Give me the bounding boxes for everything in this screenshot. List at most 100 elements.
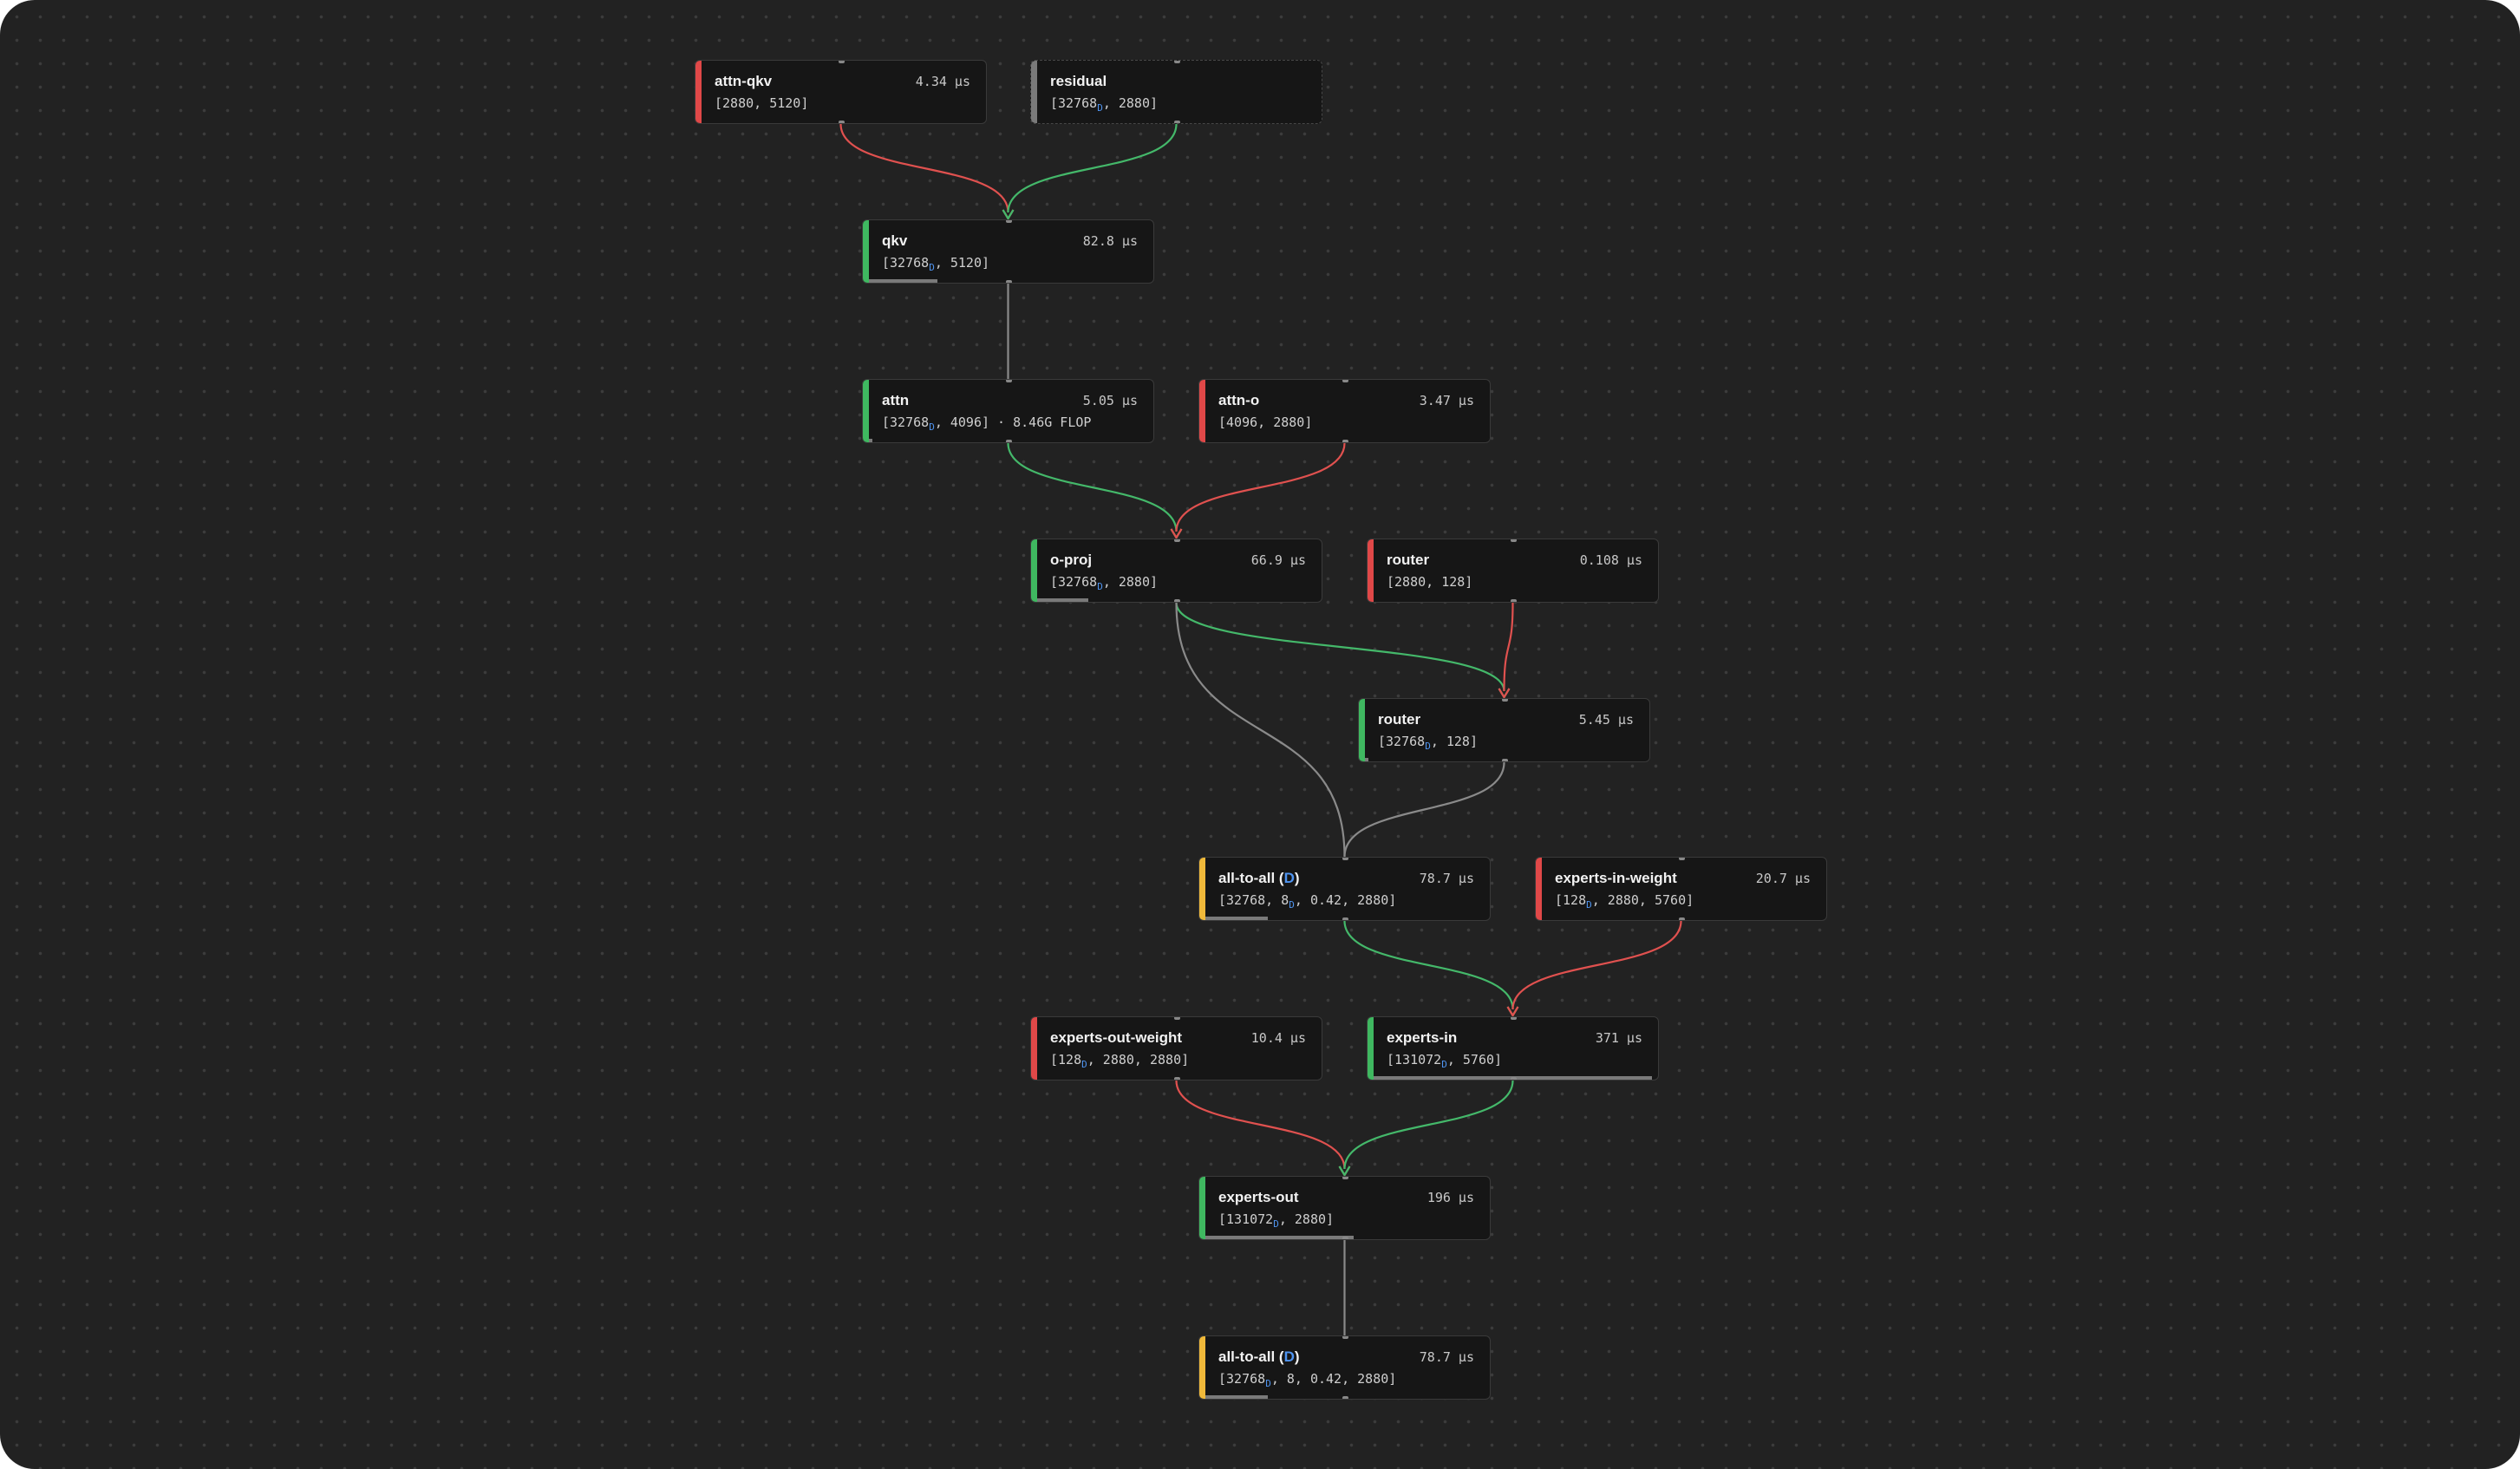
output-port	[1005, 280, 1012, 283]
edge-o-proj-to-router	[1175, 602, 1505, 692]
arrowhead-icon	[1170, 528, 1183, 539]
input-port	[1173, 539, 1180, 542]
node-title: residual	[1050, 73, 1107, 90]
node-shape-text: [2880, 128]	[1387, 574, 1473, 590]
output-port	[1173, 599, 1180, 602]
output-port	[1342, 1396, 1348, 1399]
shard-subscript: D	[1289, 899, 1295, 911]
node-shape: [2880, 5120]	[715, 95, 808, 111]
node-accent-compute	[863, 220, 869, 283]
output-port	[1678, 917, 1685, 920]
edge-attn-o-weight-to-o-proj	[1175, 442, 1346, 532]
node-shape-prefix: [32768	[1050, 95, 1098, 111]
node-shape-suffix: , 2880, 5760]	[1591, 892, 1694, 908]
node-accent-comm	[1199, 1336, 1205, 1399]
node-shape-prefix: [128	[1050, 1052, 1082, 1067]
node-time: 20.7 µs	[1755, 871, 1811, 886]
shard-subscript: D	[1097, 581, 1103, 592]
node-title-text: o-proj	[1050, 552, 1093, 568]
node-attn-o-weight[interactable]: attn-o 3.47 µs [4096, 2880]	[1198, 379, 1491, 443]
node-shape: [32768D, 2880]	[1050, 574, 1158, 592]
node-shape: [32768, 8D, 0.42, 2880]	[1218, 892, 1396, 911]
input-port	[1342, 858, 1348, 860]
node-title: router	[1378, 711, 1420, 728]
node-shape-suffix: , 5120]	[934, 255, 990, 271]
input-port	[1501, 699, 1508, 702]
output-port	[1342, 440, 1348, 442]
node-all-to-all-2[interactable]: all-to-all (D)78.7 µs[32768D, 8, 0.42, 2…	[1198, 1335, 1491, 1400]
node-shape-prefix: [32768	[1378, 734, 1426, 749]
input-port	[1005, 220, 1012, 223]
edge-all-to-all-1-to-experts-in	[1343, 920, 1514, 1010]
node-time: 78.7 µs	[1419, 871, 1474, 886]
node-shape-prefix: [32768	[882, 255, 930, 271]
node-time: 82.8 µs	[1082, 233, 1138, 249]
node-shape: [32768D, 128]	[1378, 734, 1478, 752]
shard-subscript: D	[1097, 102, 1103, 114]
node-title: experts-out-weight	[1050, 1029, 1182, 1047]
node-shape-prefix: [32768	[1218, 1371, 1266, 1387]
arrowhead-icon	[1170, 528, 1183, 539]
shard-subscript: D	[1265, 1378, 1271, 1389]
node-residual[interactable]: residual [32768D, 2880]	[1030, 60, 1322, 124]
node-time: 3.47 µs	[1419, 393, 1474, 408]
node-shape-suffix: , 4096] · 8.46G FLOP	[934, 415, 1092, 430]
node-accent-weight	[695, 61, 702, 123]
node-title: all-to-all (D)	[1218, 870, 1300, 887]
edge-router-weight-to-router	[1503, 602, 1514, 692]
node-utilization-bar	[869, 439, 872, 442]
node-title: experts-in-weight	[1555, 870, 1677, 887]
input-port	[1342, 1177, 1348, 1179]
input-port	[1173, 1017, 1180, 1020]
node-accent-weight	[1199, 380, 1205, 442]
output-port	[1342, 917, 1348, 920]
node-shape: [32768D, 4096] · 8.46G FLOP	[882, 415, 1091, 433]
node-utilization-bar	[1205, 1395, 1268, 1399]
node-time: 5.05 µs	[1082, 393, 1138, 408]
node-all-to-all-1[interactable]: all-to-all (D) 78.7 µs [32768, 8D, 0.42, 2…	[1198, 857, 1491, 921]
node-title-suffix: )	[1294, 870, 1300, 886]
node-shape-prefix: [128	[1555, 892, 1587, 908]
output-port	[1173, 1077, 1180, 1080]
node-accent-comm	[1199, 858, 1205, 920]
node-accent-compute	[863, 380, 869, 442]
node-shape: [2880, 128]	[1387, 574, 1472, 590]
node-title: router	[1387, 552, 1429, 569]
arrowhead-icon	[1506, 1006, 1519, 1017]
node-shape-text: [2880, 5120]	[715, 95, 809, 111]
node-shape-suffix: , 2880]	[1102, 95, 1159, 111]
edge-residual-to-qkv	[1007, 123, 1178, 213]
shard-subscript: D	[1441, 1059, 1447, 1070]
node-shape-prefix: [32768, 8	[1218, 892, 1289, 908]
node-accent-compute	[1199, 1177, 1205, 1239]
output-port	[1501, 759, 1508, 761]
node-title-text: attn-o	[1218, 392, 1260, 408]
node-title-text: router	[1378, 711, 1421, 728]
arrowhead-icon	[1002, 209, 1015, 220]
node-shape-suffix: , 5760]	[1446, 1052, 1503, 1067]
input-port	[1342, 1336, 1348, 1339]
node-accent-weight	[1368, 539, 1374, 602]
arrowhead-icon	[1338, 1165, 1351, 1177]
node-time: 78.7 µs	[1419, 1349, 1474, 1365]
node-shape: [131072D, 5760]	[1387, 1052, 1502, 1070]
node-utilization-bar	[1037, 598, 1088, 602]
node-router-weight[interactable]: router 0.108 µs [2880, 128]	[1367, 539, 1659, 603]
node-time: 0.108 µs	[1579, 552, 1642, 568]
shard-subscript: D	[1081, 1059, 1087, 1070]
node-title-text: residual	[1050, 73, 1107, 89]
node-title-text: experts-out	[1218, 1189, 1299, 1205]
node-shape-suffix: , 2880]	[1278, 1211, 1335, 1227]
node-shape-text: [4096, 2880]	[1218, 415, 1313, 430]
